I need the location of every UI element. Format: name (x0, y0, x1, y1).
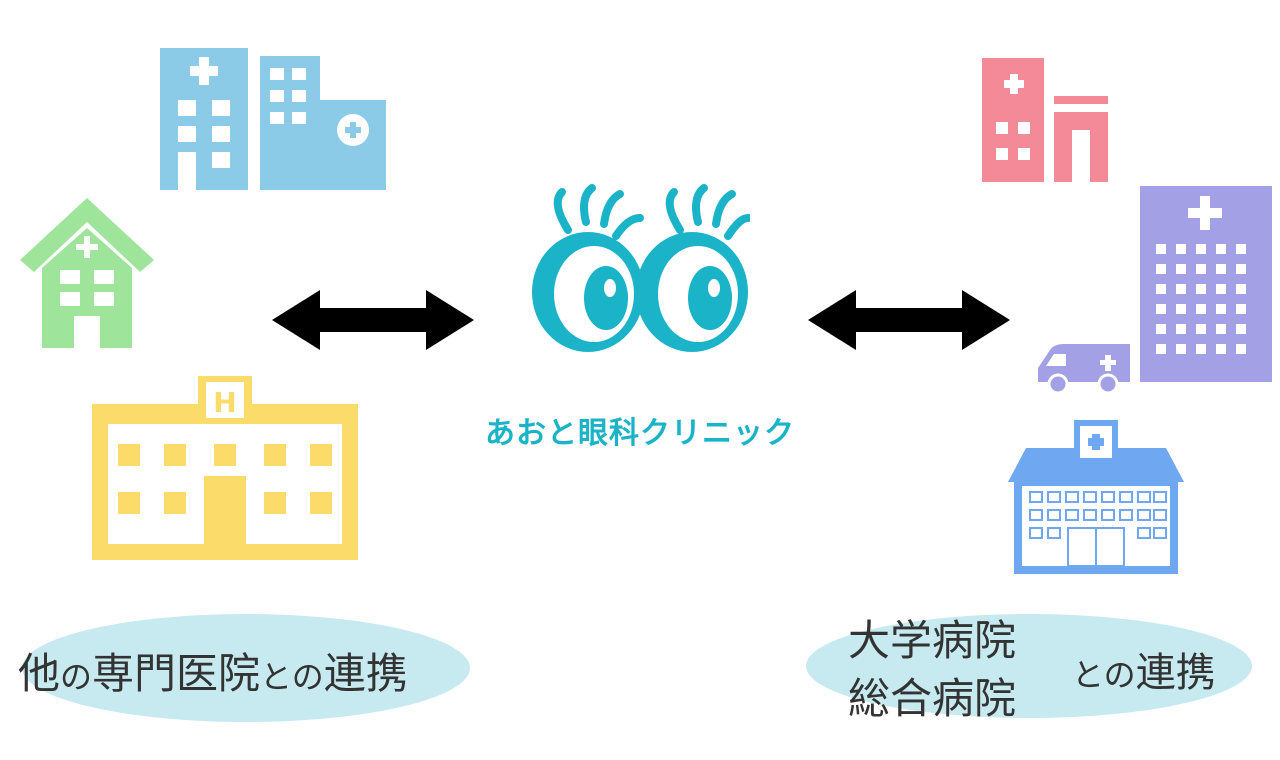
left-caption-part2: の (60, 658, 93, 696)
left-caption: 他の専門医院との連携 (18, 640, 408, 701)
left-caption-pill (22, 614, 470, 722)
double-arrow-icon (272, 290, 474, 350)
double-arrow-icon (808, 290, 1010, 350)
right-caption-tail-small: との (1072, 656, 1136, 694)
svg-text:H: H (213, 386, 236, 419)
left-caption-part1: 他 (18, 649, 61, 698)
eyes-logo-icon (528, 184, 750, 352)
left-caption-part3: 専門医院 (92, 649, 261, 698)
ambulance-icon (1036, 338, 1132, 394)
right-caption-pill (806, 614, 1252, 718)
right-caption-tail-main: 連携 (1135, 650, 1216, 696)
pink-clinic-icon (982, 58, 1108, 182)
right-caption-tail: との連携 (1072, 640, 1216, 698)
yellow-h-hospital-icon: H (92, 376, 358, 560)
left-caption-part5: 連携 (323, 649, 408, 698)
right-caption-line2: 総合病院 (848, 674, 1017, 723)
purple-tower-hospital-icon (1140, 186, 1272, 382)
right-caption-line1: 大学病院 (848, 616, 1017, 665)
blue-hospital-complex-icon (160, 42, 390, 190)
clinic-name: あおと眼科クリニック (485, 416, 795, 451)
green-clinic-house-icon (20, 198, 154, 348)
right-caption-lines: 大学病院 総合病院 (848, 612, 1016, 728)
left-caption-part4: との (260, 658, 324, 696)
blue-general-hospital-icon (1008, 420, 1184, 574)
